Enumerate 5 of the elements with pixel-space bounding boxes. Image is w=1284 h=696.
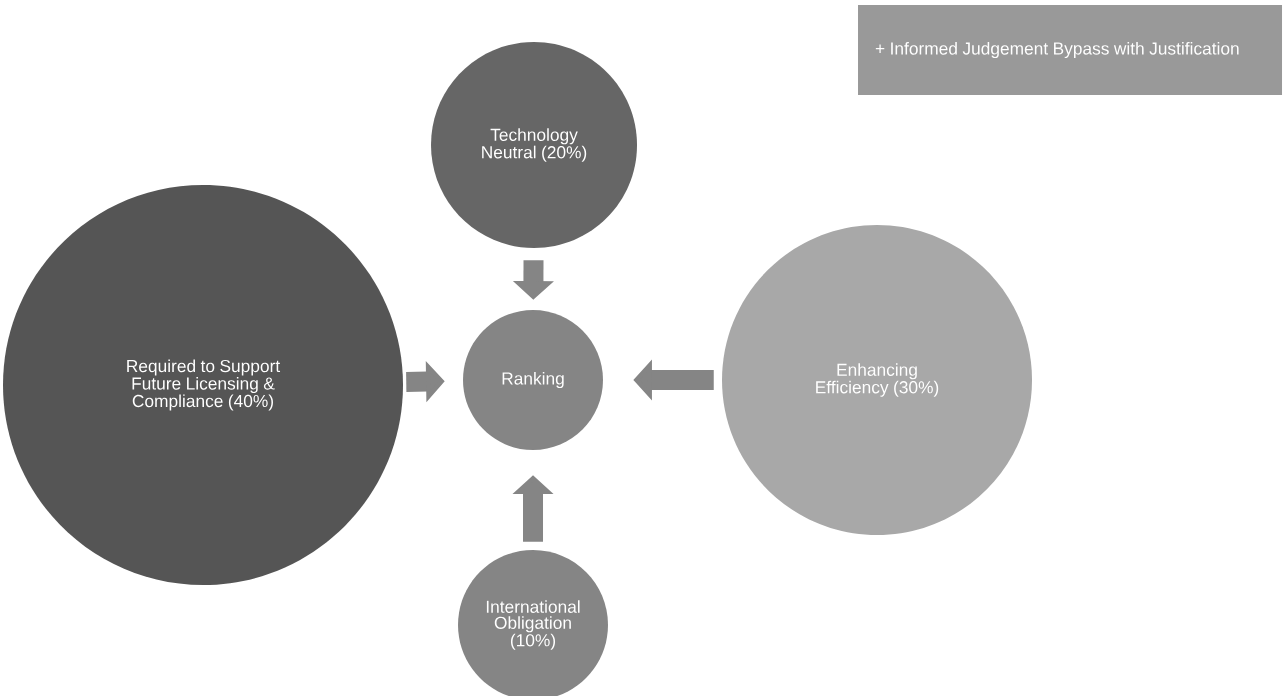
circle-node: Ranking [463, 310, 603, 450]
circle-node: Enhancing Efficiency (30%) [722, 225, 1032, 535]
circle-node: Technology Neutral (20%) [431, 42, 637, 248]
circle-node: Required to Support Future Licensing & Compliance (40%) [3, 185, 403, 585]
note-box: + Informed Judgement Bypass with Justification [858, 5, 1282, 95]
